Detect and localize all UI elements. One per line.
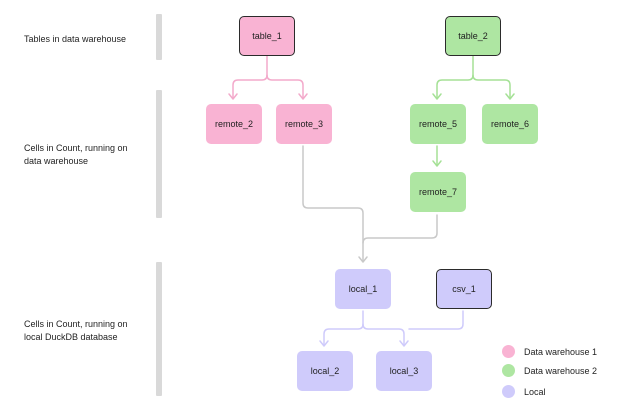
- legend-label: Data warehouse 2: [524, 365, 598, 376]
- legend-swatch-purple: [502, 385, 515, 398]
- row-label-local-cells: Cells in Count, running on local DuckDB …: [24, 319, 128, 342]
- node-local-1: local_1: [335, 269, 391, 309]
- row-divider-3: [156, 262, 162, 396]
- node-remote-3: remote_3: [276, 104, 332, 144]
- legend-item-data-warehouse-2: Data warehouse 2: [502, 364, 597, 377]
- legend-item-data-warehouse-1: Data warehouse 1: [502, 345, 597, 358]
- legend-swatch-green: [502, 364, 515, 377]
- node-remote-2: remote_2: [206, 104, 262, 144]
- connector-to-local-1: [302, 145, 438, 263]
- connector-remote-5: [432, 145, 442, 167]
- row-divider-2: [156, 90, 162, 218]
- row-divider-1: [156, 14, 162, 60]
- connector-table-1: [228, 55, 308, 100]
- node-table-2: table_2: [445, 16, 501, 56]
- node-remote-7: remote_7: [410, 172, 466, 212]
- legend-label: Data warehouse 1: [524, 346, 598, 357]
- row-label-warehouse-cells: Cells in Count, running on data warehous…: [24, 143, 128, 166]
- legend-item-local: Local: [502, 385, 546, 398]
- legend-swatch-pink: [502, 345, 515, 358]
- connector-local-1: [319, 310, 464, 347]
- node-local-2: local_2: [297, 351, 353, 391]
- node-csv-1: csv_1: [436, 269, 492, 309]
- connector-table-2: [432, 55, 515, 100]
- node-remote-6: remote_6: [482, 104, 538, 144]
- node-local-3: local_3: [376, 351, 432, 391]
- row-label-warehouse-tables: Tables in data warehouse: [24, 34, 127, 44]
- node-table-1: table_1: [239, 16, 295, 56]
- legend-label: Local: [524, 386, 546, 397]
- node-remote-5: remote_5: [410, 104, 466, 144]
